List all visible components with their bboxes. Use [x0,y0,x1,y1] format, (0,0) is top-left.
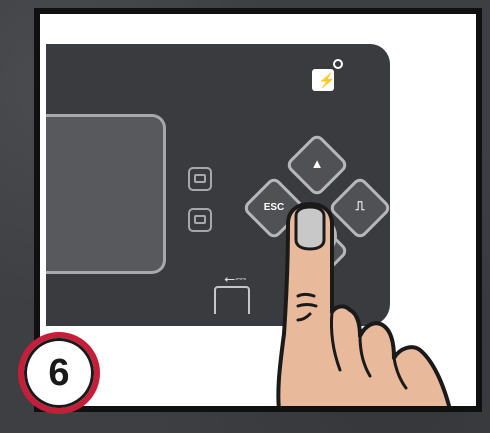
step-badge: 6 [18,332,100,414]
hand-illustration [40,14,482,412]
step-number: 6 [24,338,94,408]
instruction-frame: ⚡ ⭠⎓ ▲ ESC ⎍ [34,8,482,412]
